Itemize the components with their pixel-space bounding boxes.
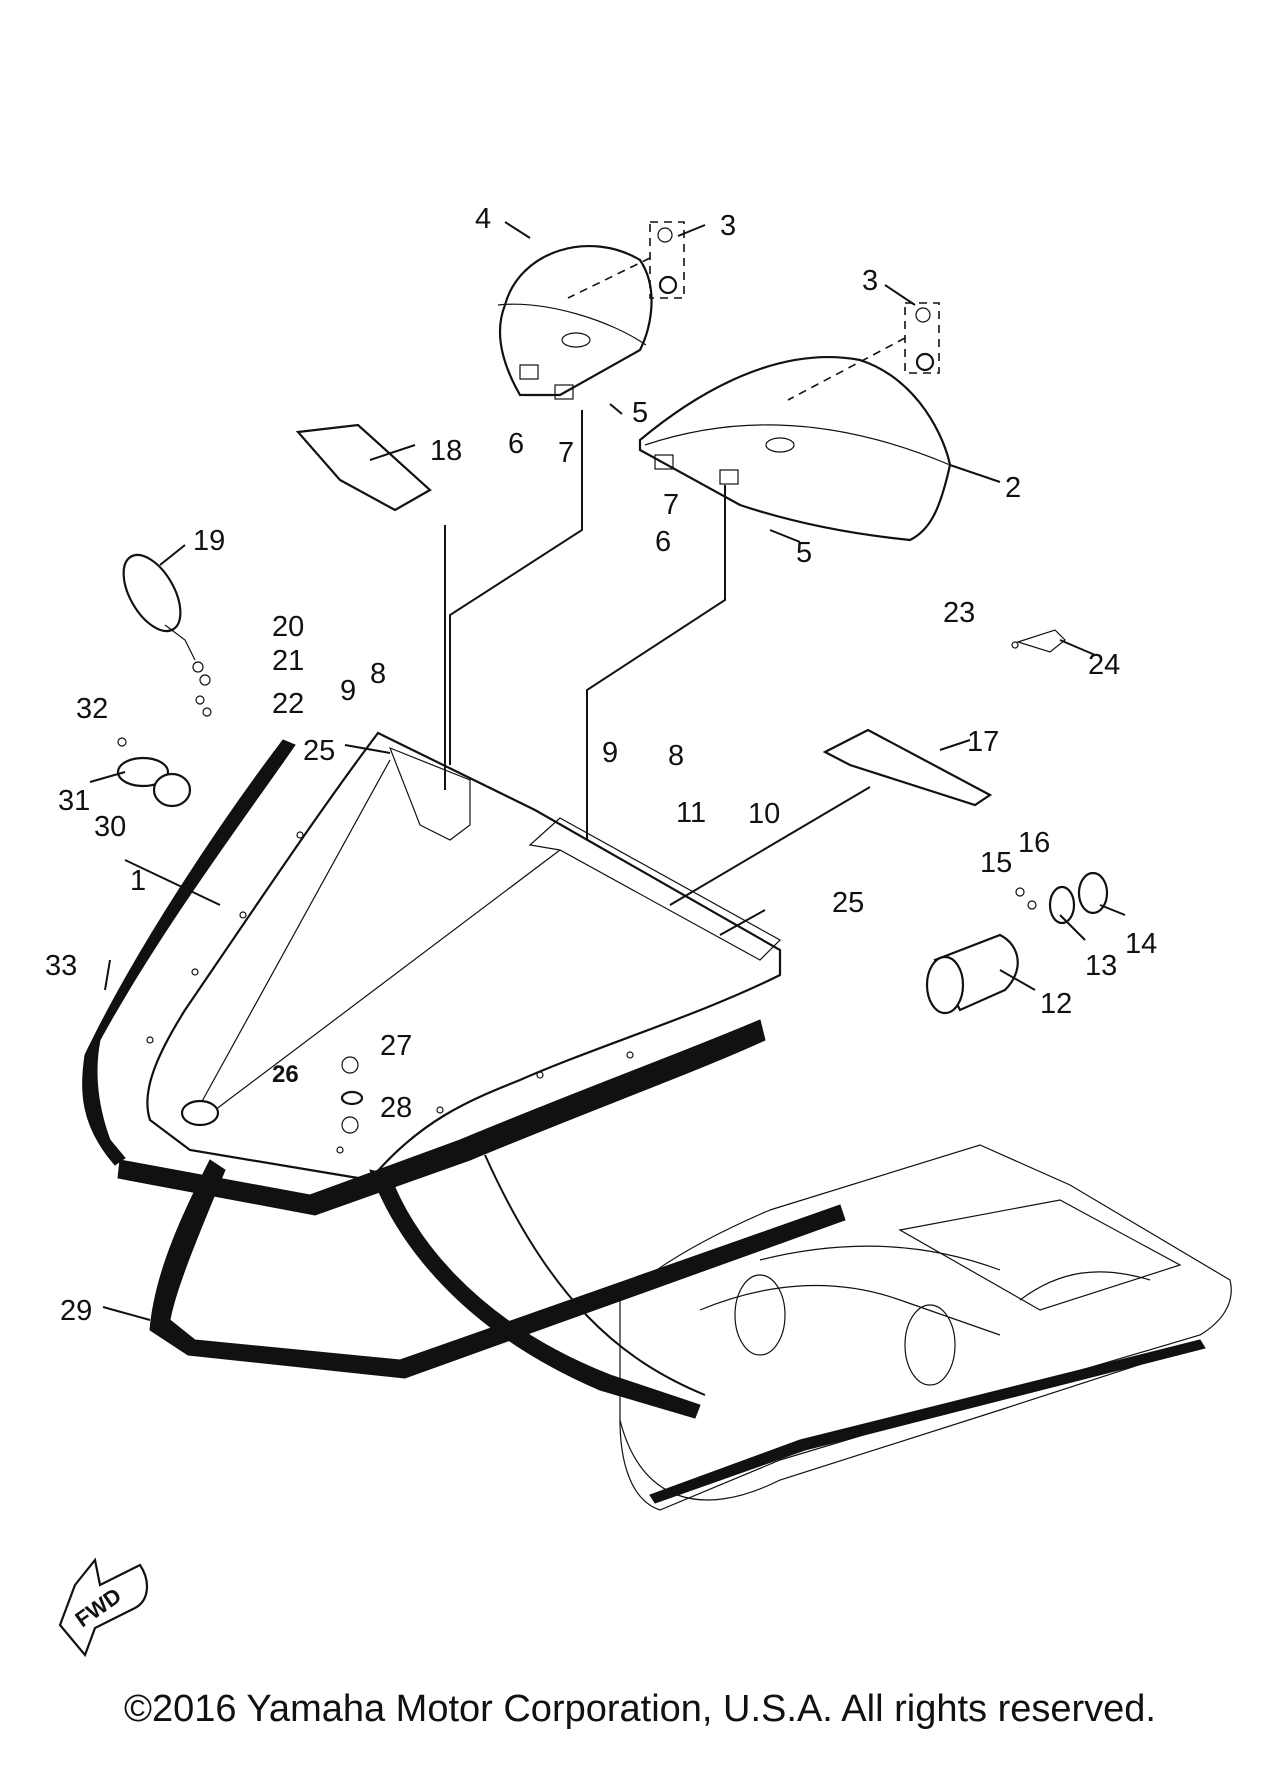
deck-cover <box>146 731 782 1182</box>
label-10: 10 <box>748 798 780 830</box>
label-5b: 5 <box>796 537 812 569</box>
fwd-arrow-icon: FWD <box>58 1557 148 1658</box>
label-11: 11 <box>676 797 706 829</box>
label-23: 23 <box>943 597 975 629</box>
label-33: 33 <box>45 950 77 982</box>
label-21: 21 <box>272 645 304 677</box>
label-32: 32 <box>76 693 108 725</box>
label-6a: 6 <box>508 428 524 460</box>
label-15: 15 <box>980 847 1012 879</box>
label-16: 16 <box>1018 827 1050 859</box>
label-24: 24 <box>1088 649 1120 681</box>
label-9b: 9 <box>602 737 618 769</box>
label-3a: 3 <box>720 210 736 242</box>
label-8a: 8 <box>370 658 386 690</box>
label-1: 1 <box>130 865 146 897</box>
label-25b: 25 <box>832 887 864 919</box>
label-25a: 25 <box>303 735 335 767</box>
copyright-notice: ©2016 Yamaha Motor Corporation, U.S.A. A… <box>124 1688 1156 1730</box>
mirror <box>122 553 212 717</box>
label-6b: 6 <box>655 526 671 558</box>
label-3b: 3 <box>862 265 878 297</box>
label-8b: 8 <box>668 740 684 772</box>
windshield-right <box>638 355 952 542</box>
label-20: 20 <box>272 611 304 643</box>
label-7b: 7 <box>663 489 679 521</box>
label-14: 14 <box>1125 928 1157 960</box>
boat-overview <box>619 1144 1232 1511</box>
label-26: 26 <box>272 1061 299 1088</box>
cup-holder <box>925 871 1109 1015</box>
label-2: 2 <box>1005 472 1021 504</box>
label-12: 12 <box>1040 988 1072 1020</box>
label-30: 30 <box>94 811 126 843</box>
label-4: 4 <box>475 203 491 235</box>
label-13: 13 <box>1085 950 1117 982</box>
label-19: 19 <box>193 525 225 557</box>
label-7a: 7 <box>558 437 574 469</box>
label-31: 31 <box>58 785 90 817</box>
label-22: 22 <box>272 688 304 720</box>
label-28: 28 <box>380 1092 412 1124</box>
label-17: 17 <box>967 726 999 758</box>
windshield-left <box>497 245 653 400</box>
label-27: 27 <box>380 1030 412 1062</box>
label-18: 18 <box>430 435 462 467</box>
label-9a: 9 <box>340 675 356 707</box>
label-5a: 5 <box>632 397 648 429</box>
label-29: 29 <box>60 1295 92 1327</box>
